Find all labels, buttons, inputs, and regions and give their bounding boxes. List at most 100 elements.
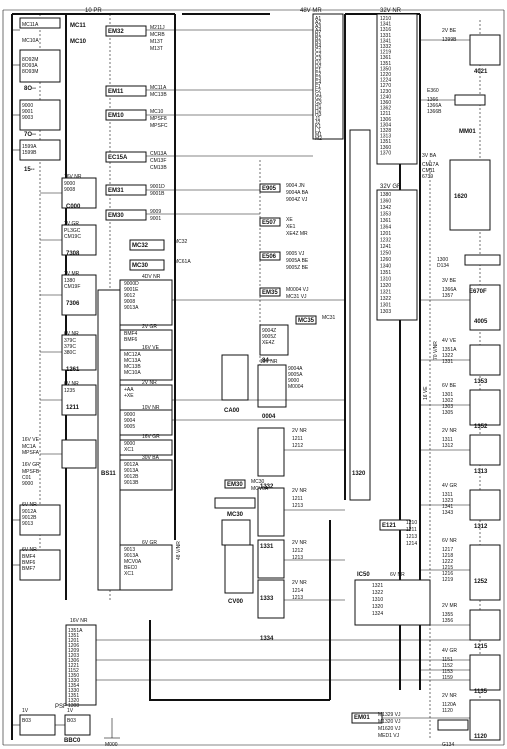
pin-label: C01 [22,475,31,481]
bus-pin: 1362 [380,106,391,112]
pin-label: 1366B [427,109,442,115]
pin-label: 9004 [124,418,135,424]
bus-32vgr-label: 32V GR [380,184,402,190]
bus-pin: 1351 [380,139,391,145]
block-1320 [349,129,371,501]
module-header: 16V NR [64,174,82,180]
bus-right2-label: 16 VE [423,386,429,400]
relay-header: 2V NR [292,488,307,494]
module-header: 1V [67,708,74,714]
bus-pin: 1360 [380,199,391,205]
pin-label: MPSFC [150,123,168,129]
pin-label: MPSFA [22,450,40,456]
pin-label: 1212 [292,443,303,449]
device-label: 1620 [454,194,468,200]
pin-label: 1217 [442,547,453,553]
pin-label: MC12A [124,352,141,358]
pin-label: 1356 [442,618,453,624]
pin-label: 1399B [442,37,457,43]
bus-pin: H2 [315,108,322,114]
pin-label: PL3GC [64,228,81,234]
pin-label: 379C [64,344,76,350]
pin-label: 1351A [442,347,457,353]
pin-label: 1120 [442,708,453,714]
pin-label: 9004Z VJ [286,197,308,203]
pin-label: 1599B [22,150,37,156]
pin-label: 9009 [150,209,161,215]
32v-gr-block [376,189,418,321]
g134-label: G134 [442,742,454,748]
pin-label: 1366A [442,287,457,293]
pin-label: 9001D [150,184,165,190]
bs11-block [97,289,121,591]
pin-label: 9013A [124,305,139,311]
device-label: MC30 [227,512,244,518]
device-header: 2V BE [442,28,457,34]
pin-label: 1152 [442,663,453,669]
pin-label: M13T [150,39,163,45]
connector-name: EM11 [108,89,124,95]
pin-label: XE1 [286,224,296,230]
connector-name: E507 [262,220,277,226]
block-header: 2V NR [142,380,157,386]
pin-label: 1320 [68,698,79,704]
pin-label: 1209 [68,648,79,654]
pin-label: MCRB [150,32,165,38]
connector-name: E905 [262,186,277,192]
pin-label: 1152 [68,668,79,674]
module-label: 7308 [66,251,80,257]
device-header: 4V GR [442,648,457,654]
device-label: 1120 [474,734,488,740]
pin-label: 9000D [124,281,139,287]
ic50-header: 6V NR [390,572,405,578]
bus-pin: 1211 [380,111,391,117]
bus-pin: 1201 [380,231,391,237]
bus-pin: D2 [315,64,322,70]
pin-label: MC32 [174,239,188,245]
pin-label: M0004 VJ [286,287,309,293]
bus-pin: 1306 [380,117,391,123]
device-label: CV00 [228,599,244,605]
pin-label: +XE [124,393,134,399]
pin-label: 9004Z [262,328,276,334]
bus-pin: 1342 [380,205,391,211]
module-header: 2V MR [64,271,80,277]
pin-label: 1201 [68,638,79,644]
bus-pin: A1 [315,16,321,22]
pin-label: 1312 [442,443,453,449]
pin-label: 1211 [406,527,417,533]
connector-name: MC35 [298,318,315,324]
bus-pin: 1250 [380,251,391,257]
module-label: 8O-- [24,86,36,92]
pin-label: 9001E [124,287,139,293]
bus-pin: 1341 [380,22,391,28]
pin-label: 9005 VJ [286,251,305,257]
pin-label: 1354 [68,683,79,689]
pin-label: BEC0 [124,565,137,571]
pin-label: 9004A BA [286,190,309,196]
connector-name: MC32 [132,243,149,249]
bus-pin: B4 [315,44,321,50]
pin-label: MC31 [322,315,336,321]
pin-label: 1351 [68,693,79,699]
pin-label: 1331 [442,359,453,365]
pin-label: MC13B [150,92,167,98]
pin-label: 1310 [372,597,383,603]
bus-pin: 1380 [380,192,391,198]
module-header: 2V GR [64,221,79,227]
bus-pin: 1316 [380,27,391,33]
device-header: 10V NR [260,359,278,365]
block-header: 16V GR [142,434,160,440]
module-header: 1V [22,708,29,714]
bus-pin: 1310 [380,277,391,283]
pin-label: 9000 [22,481,33,487]
pin-label: 1311 [442,492,453,498]
bus-pin: E4 [315,80,321,86]
pin-label: 1320 [372,604,383,610]
pin-label: M1620 VJ [378,726,401,732]
block-header: 10V NR [142,405,160,411]
bus-pin: A2 [315,20,321,26]
pin-label: 1308 [68,703,79,709]
pin-label: MED1 VJ [378,733,400,739]
pin-label: 1300 [437,257,448,263]
